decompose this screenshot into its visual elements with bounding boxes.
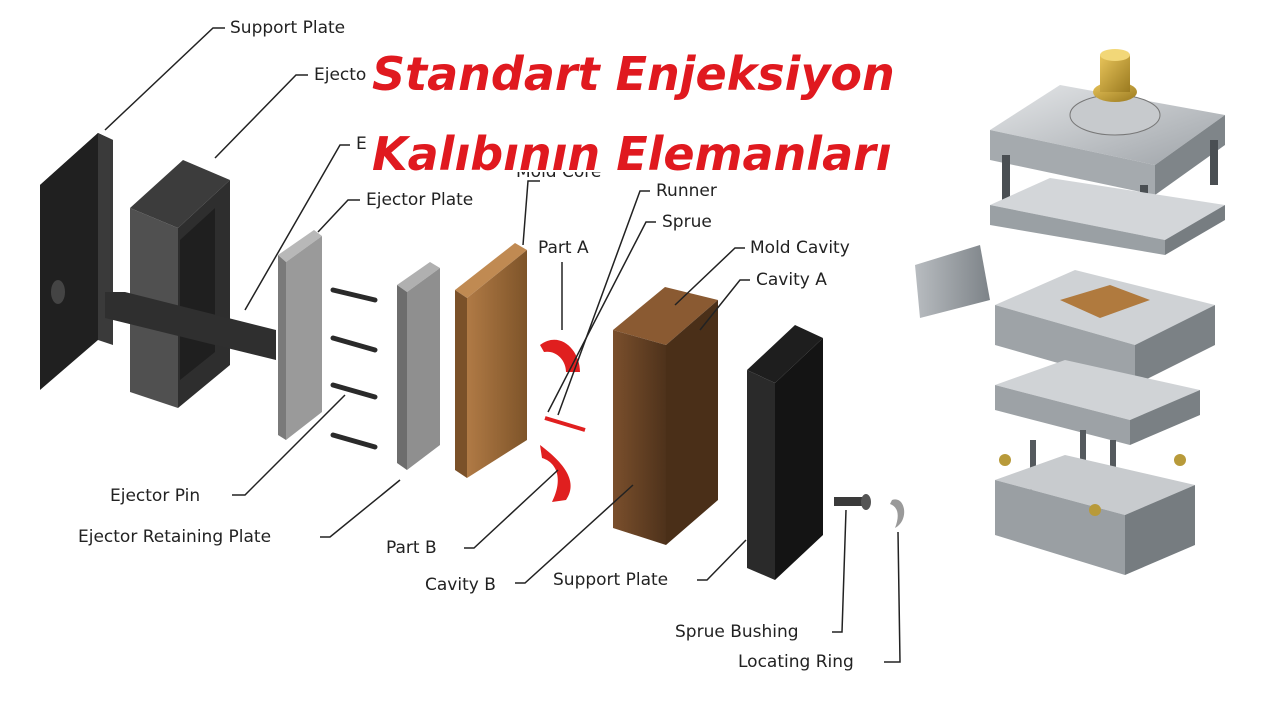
ejector-retaining-plate-shape	[397, 262, 440, 470]
label-support-plate-bottom: Support Plate	[553, 570, 669, 590]
sprue-bushing-shape	[834, 494, 871, 510]
label-mold-core: Mold Core	[516, 162, 602, 182]
label-mold-cavity: Mold Cavity	[750, 238, 850, 258]
mold-core-shape	[455, 243, 527, 478]
label-locating-ring: Locating Ring	[738, 652, 854, 672]
ejector-pins	[330, 287, 378, 450]
label-ejector-housing: Ejecto	[314, 65, 367, 85]
ejector-bar-shape	[105, 292, 276, 360]
label-cavity-a: Cavity A	[756, 270, 827, 290]
label-runner: Runner	[656, 181, 717, 201]
label-ejector-plate: Ejector Plate	[366, 190, 474, 210]
title-line-2: Kalıbının Elemanları	[372, 127, 892, 181]
title-line-1: Standart Enjeksiyon	[372, 47, 895, 101]
label-cavity-b: Cavity B	[425, 575, 496, 595]
label-part-a: Part A	[538, 238, 589, 258]
label-sprue-bushing: Sprue Bushing	[675, 622, 799, 642]
support-plate-left-shape	[40, 133, 113, 390]
runner-shape	[544, 416, 586, 432]
ejector-housing-shape	[130, 160, 230, 408]
part-b-shape	[540, 445, 571, 502]
leader-lines	[104, 27, 901, 663]
mold-3d-render	[915, 49, 1225, 575]
label-part-b: Part B	[386, 538, 437, 558]
support-plate-right-shape	[747, 325, 823, 580]
label-support-plate-top: Support Plate	[230, 18, 346, 38]
label-ejector-bar: E	[356, 134, 367, 154]
label-ejector-pin: Ejector Pin	[110, 486, 201, 506]
mold-cavity-shape	[613, 287, 718, 545]
ejector-plate-shape	[278, 230, 322, 440]
label-sprue: Sprue	[662, 212, 712, 232]
locating-ring-shape	[890, 499, 905, 528]
label-ejector-retaining-plate: Ejector Retaining Plate	[78, 527, 272, 547]
part-a-shape	[540, 339, 580, 372]
